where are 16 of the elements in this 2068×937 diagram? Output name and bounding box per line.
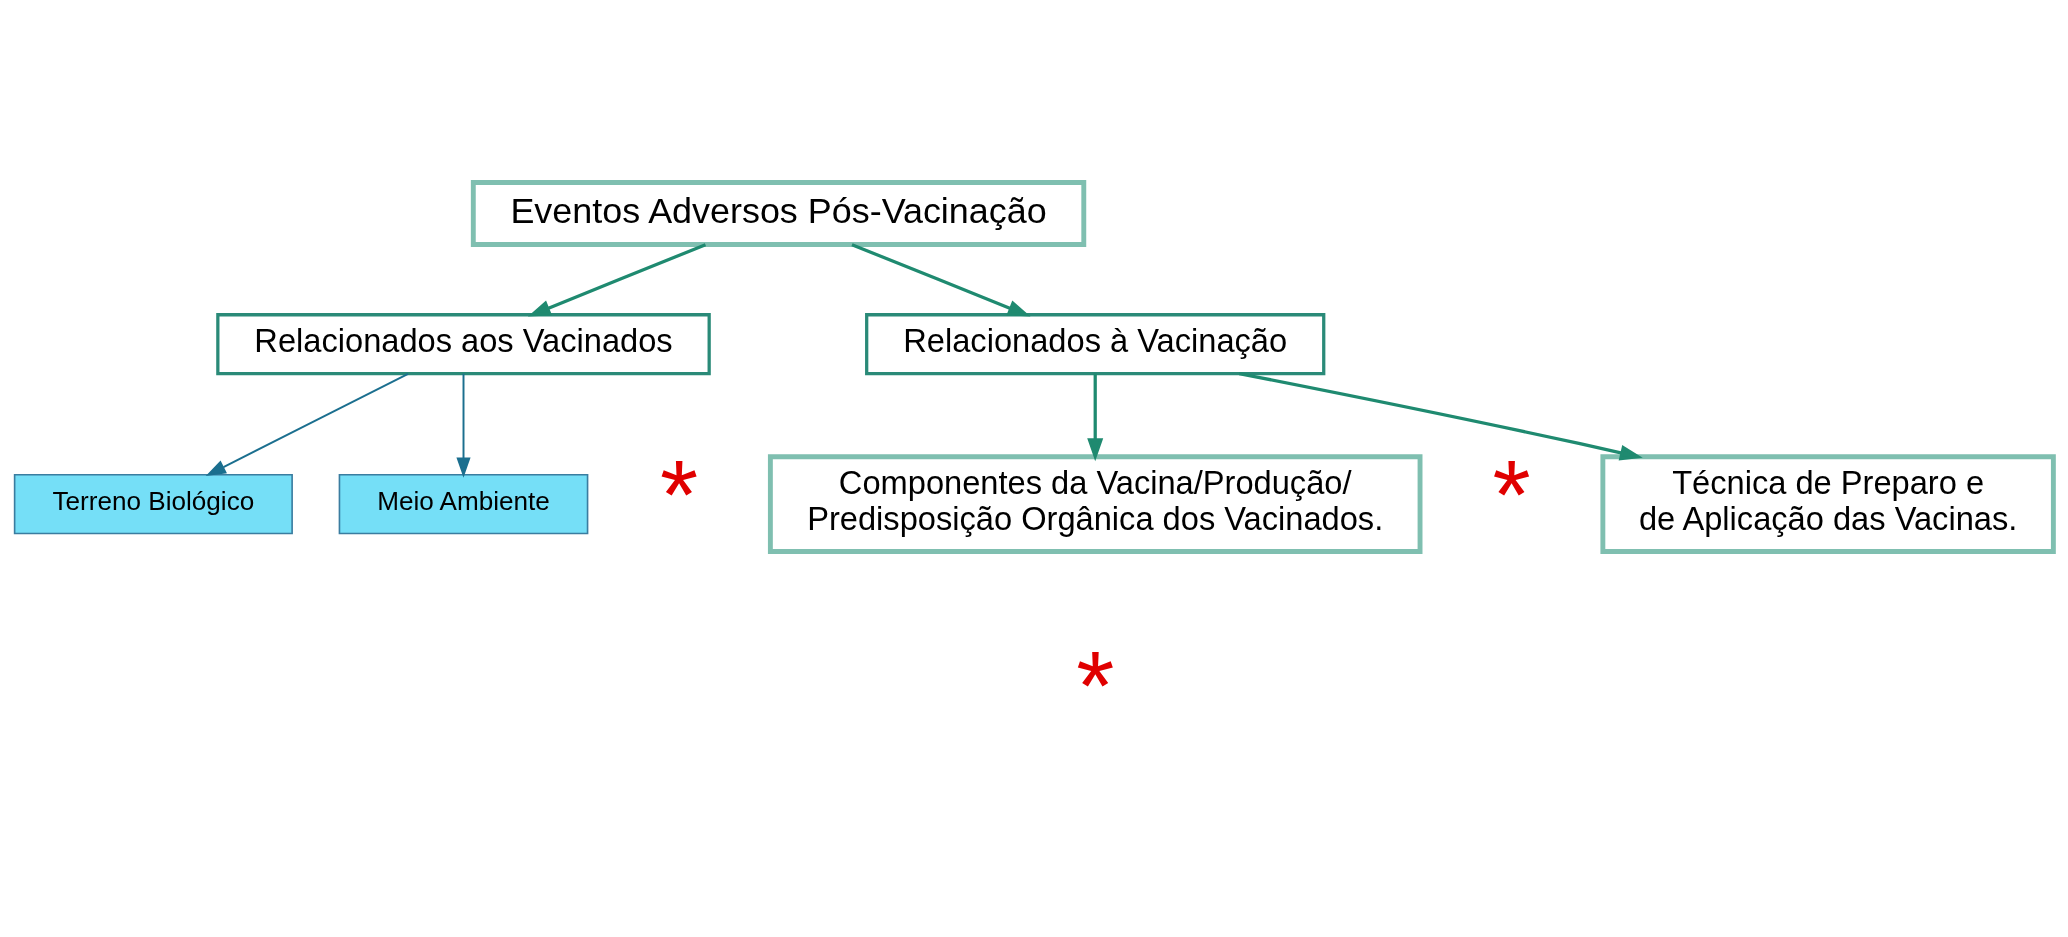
node-box: Relacionados aos Vacinados [216,312,711,375]
node-box: Componentes da Vacina/Produção/ Predisposição Orgânica dos Vacinados. [767,453,1423,554]
label: * [1492,439,1531,550]
arrow [456,372,471,478]
label: * [659,439,699,550]
arrow [1087,373,1104,461]
node-box: Relacionados à Vacinação [865,312,1326,375]
node-box: Técnica de Preparo e de Aplicação das Vacinas. [1600,453,2056,554]
node-box: Eventos Adversos Pós-Vacinação [470,179,1087,247]
arrow [851,242,1031,316]
node-box: Meio Ambiente [338,473,589,534]
node-box: Terreno Biológico [13,473,293,534]
arrow [1238,371,1643,461]
arrow [205,372,410,476]
arrow [527,242,707,316]
label: * [1076,630,1115,741]
